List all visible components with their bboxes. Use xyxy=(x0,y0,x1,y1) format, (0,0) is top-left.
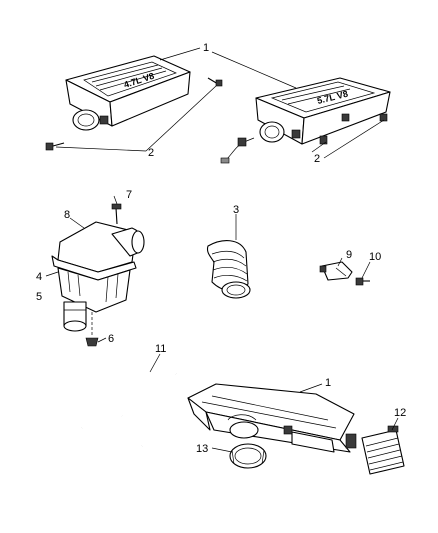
callout-6: 6 xyxy=(108,333,114,345)
callout-12: 12 xyxy=(394,407,406,419)
sensor-with-wire xyxy=(220,137,255,164)
callout-2-left: 2 xyxy=(148,147,154,159)
air-box-assembly xyxy=(51,221,145,332)
air-cleaner-housing-left: 4.7L V8 xyxy=(65,55,191,131)
callout-10: 10 xyxy=(369,251,381,263)
bellows-hose-part-12 xyxy=(361,425,405,475)
callout-1-top: 1 xyxy=(203,42,209,54)
flexible-hose xyxy=(206,240,251,299)
clip-part-6 xyxy=(85,312,99,347)
callout-2-right: 2 xyxy=(314,153,320,165)
callout-13: 13 xyxy=(196,443,208,455)
air-cleaner-housing-right: 5.7L V8 xyxy=(255,77,391,145)
callout-7: 7 xyxy=(126,189,132,201)
drain-tube xyxy=(81,366,177,450)
screw-lower-left-of-left-housing xyxy=(45,142,65,151)
fastener-part-10 xyxy=(355,277,370,286)
leader-lines xyxy=(45,47,399,453)
callout-3: 3 xyxy=(233,204,239,216)
callout-1-bottom: 1 xyxy=(325,377,331,389)
callout-11: 11 xyxy=(155,343,166,355)
callout-9: 9 xyxy=(346,249,352,261)
bracket-part-9 xyxy=(319,261,353,281)
clamp-ring-part-13 xyxy=(229,443,267,469)
screw-part-7 xyxy=(111,203,122,225)
callout-4: 4 xyxy=(36,271,42,283)
callout-8: 8 xyxy=(64,209,70,221)
screw-top-right-of-left-housing xyxy=(207,77,223,87)
callout-5: 5 xyxy=(36,291,42,303)
air-cleaner-duct-bottom xyxy=(187,383,357,453)
